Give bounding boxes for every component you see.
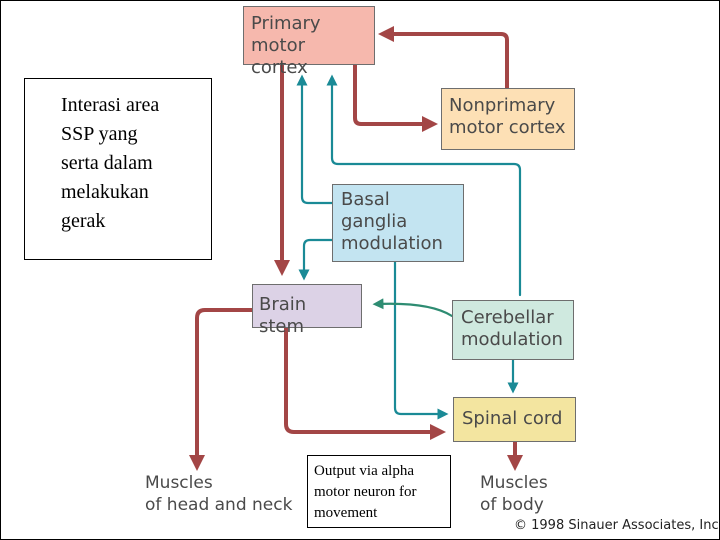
output-note-box: Output via alpha motor neuron for moveme…: [307, 455, 451, 528]
arrow-basal-to-brainstem: [298, 238, 334, 281]
spinal-cord-box: Spinal cord: [453, 397, 576, 442]
arrow-cerebellar-to-brainstem: [372, 298, 454, 318]
main-note-box: Interasi area SSP yang serta dalam melak…: [24, 78, 212, 260]
primary-motor-cortex-line1: Primary: [251, 13, 321, 34]
muscles-head-neck-line2: of head and neck: [145, 495, 293, 515]
basal-ganglia-line3: modulation: [341, 233, 443, 254]
arrow-brainstem-to-head-neck: [189, 308, 254, 471]
output-note-line2: motor neuron for: [314, 484, 417, 500]
cerebellar-modulation-line2: modulation: [461, 329, 563, 350]
main-note-line3: serta dalam: [61, 152, 153, 174]
primary-motor-cortex-box: Primary motor cortex: [243, 6, 375, 78]
nonprimary-motor-cortex-line1: Nonprimary: [449, 95, 556, 116]
primary-motor-cortex-line2: motor cortex: [251, 35, 308, 78]
main-note-line5: gerak: [61, 210, 106, 232]
nonprimary-motor-cortex-line2: motor cortex: [449, 117, 566, 138]
cerebellar-modulation-line1: Cerebellar: [461, 307, 554, 328]
output-note-line3: movement: [314, 505, 378, 521]
arrow-brainstem-to-spinal: [284, 326, 446, 440]
arrow-basal-to-primary: [296, 74, 334, 205]
nonprimary-motor-cortex-box: Nonprimary motor cortex: [441, 88, 575, 150]
arrow-primary-to-nonprimary: [353, 63, 438, 132]
muscles-body-line2: of body: [480, 495, 544, 515]
arrow-basal-to-spinal: [393, 260, 449, 420]
main-note-line2: SSP yang: [61, 123, 138, 145]
cerebellar-modulation-box: Cerebellar modulation: [452, 300, 574, 360]
muscles-body-line1: Muscles: [480, 473, 548, 493]
main-note-line1: Interasi area: [61, 94, 160, 116]
arrow-nonprimary-to-primary: [378, 26, 509, 90]
brain-stem-label: Brain stem: [259, 294, 307, 337]
main-note-line4: melakukan: [61, 181, 149, 203]
copyright-text: © 1998 Sinauer Associates, Inc.: [514, 518, 720, 533]
muscles-head-neck-line1: Muscles: [145, 473, 213, 493]
output-note-line1: Output via alpha: [314, 463, 414, 479]
basal-ganglia-box: Basal ganglia modulation: [332, 184, 464, 262]
spinal-cord-label: Spinal cord: [462, 408, 563, 429]
muscles-body-label: Muscles of body: [480, 472, 548, 516]
muscles-head-neck-label: Muscles of head and neck: [145, 472, 292, 516]
basal-ganglia-line2: ganglia: [341, 211, 408, 232]
brain-stem-box: Brain stem: [252, 284, 362, 337]
arrow-cerebellar-to-primary: [326, 74, 522, 297]
basal-ganglia-line1: Basal: [341, 189, 390, 210]
